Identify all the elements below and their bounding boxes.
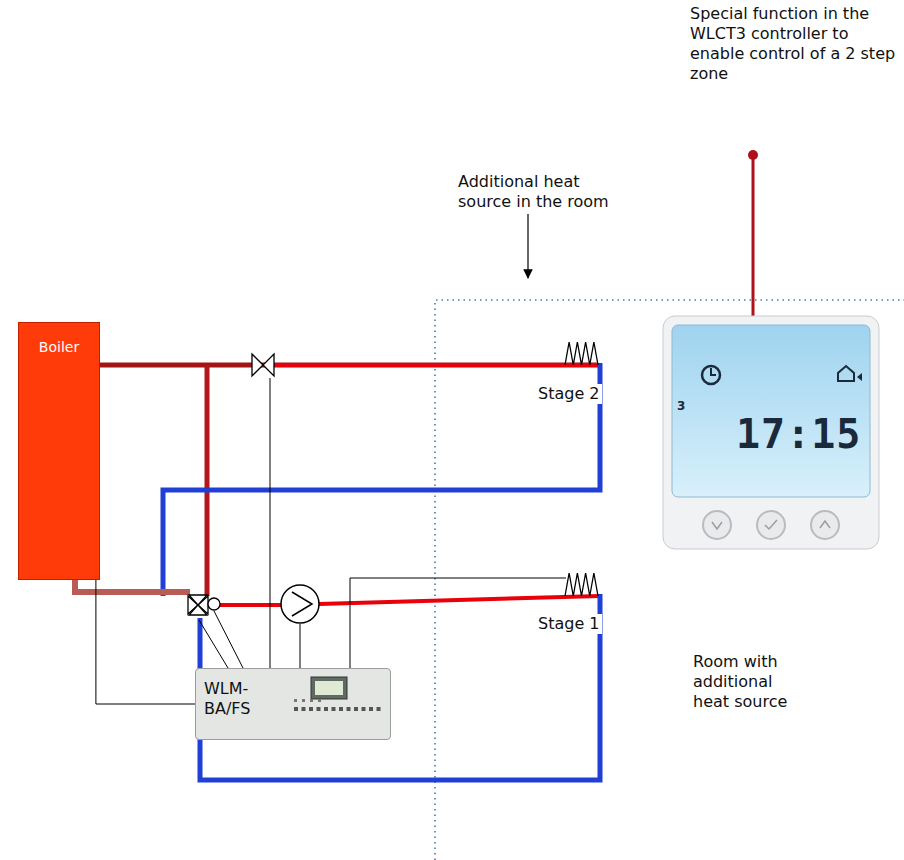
node-label: Room with additional heat source bbox=[693, 652, 811, 712]
pump bbox=[281, 585, 319, 623]
flow-pipe bbox=[95, 363, 598, 368]
pointer-arrow bbox=[527, 214, 528, 278]
stage1-supply-pipe bbox=[210, 596, 600, 605]
control-wire bbox=[96, 580, 195, 704]
annotation: Additional heat source in the room bbox=[458, 172, 633, 212]
room-thermostat: 3 17:15 bbox=[662, 315, 880, 550]
stage-label: Stage 2 bbox=[536, 384, 602, 404]
boiler-return-pipe bbox=[75, 580, 190, 592]
clock-display: 17:15 bbox=[736, 409, 861, 459]
callout-dot bbox=[748, 150, 758, 160]
boiler-box: Boiler bbox=[18, 322, 100, 580]
zone-valve bbox=[252, 354, 274, 376]
pump-symbol bbox=[292, 592, 312, 616]
stage2-radiator bbox=[565, 342, 598, 365]
stage1-radiator bbox=[565, 573, 598, 596]
stage2-supply-pipe bbox=[275, 363, 598, 367]
stage-label: Stage 1 bbox=[536, 614, 602, 634]
control-wires bbox=[199, 378, 566, 668]
room-region: Room with additional heat source 3 17:15 bbox=[435, 300, 904, 860]
stage2-return-pipe bbox=[163, 363, 600, 596]
controller-box: WLM-BA/FS bbox=[195, 668, 391, 740]
room-outline bbox=[435, 300, 904, 860]
node-label: Boiler bbox=[19, 339, 99, 357]
temperature-sensor bbox=[208, 598, 220, 610]
node-label: WLM-BA/FS bbox=[204, 679, 266, 719]
callout-note: Special function in the WLCT3 controller… bbox=[690, 4, 904, 84]
program-number: 3 bbox=[677, 399, 685, 414]
flow-branch-pipe bbox=[205, 365, 210, 596]
mixing-valve bbox=[188, 595, 208, 615]
